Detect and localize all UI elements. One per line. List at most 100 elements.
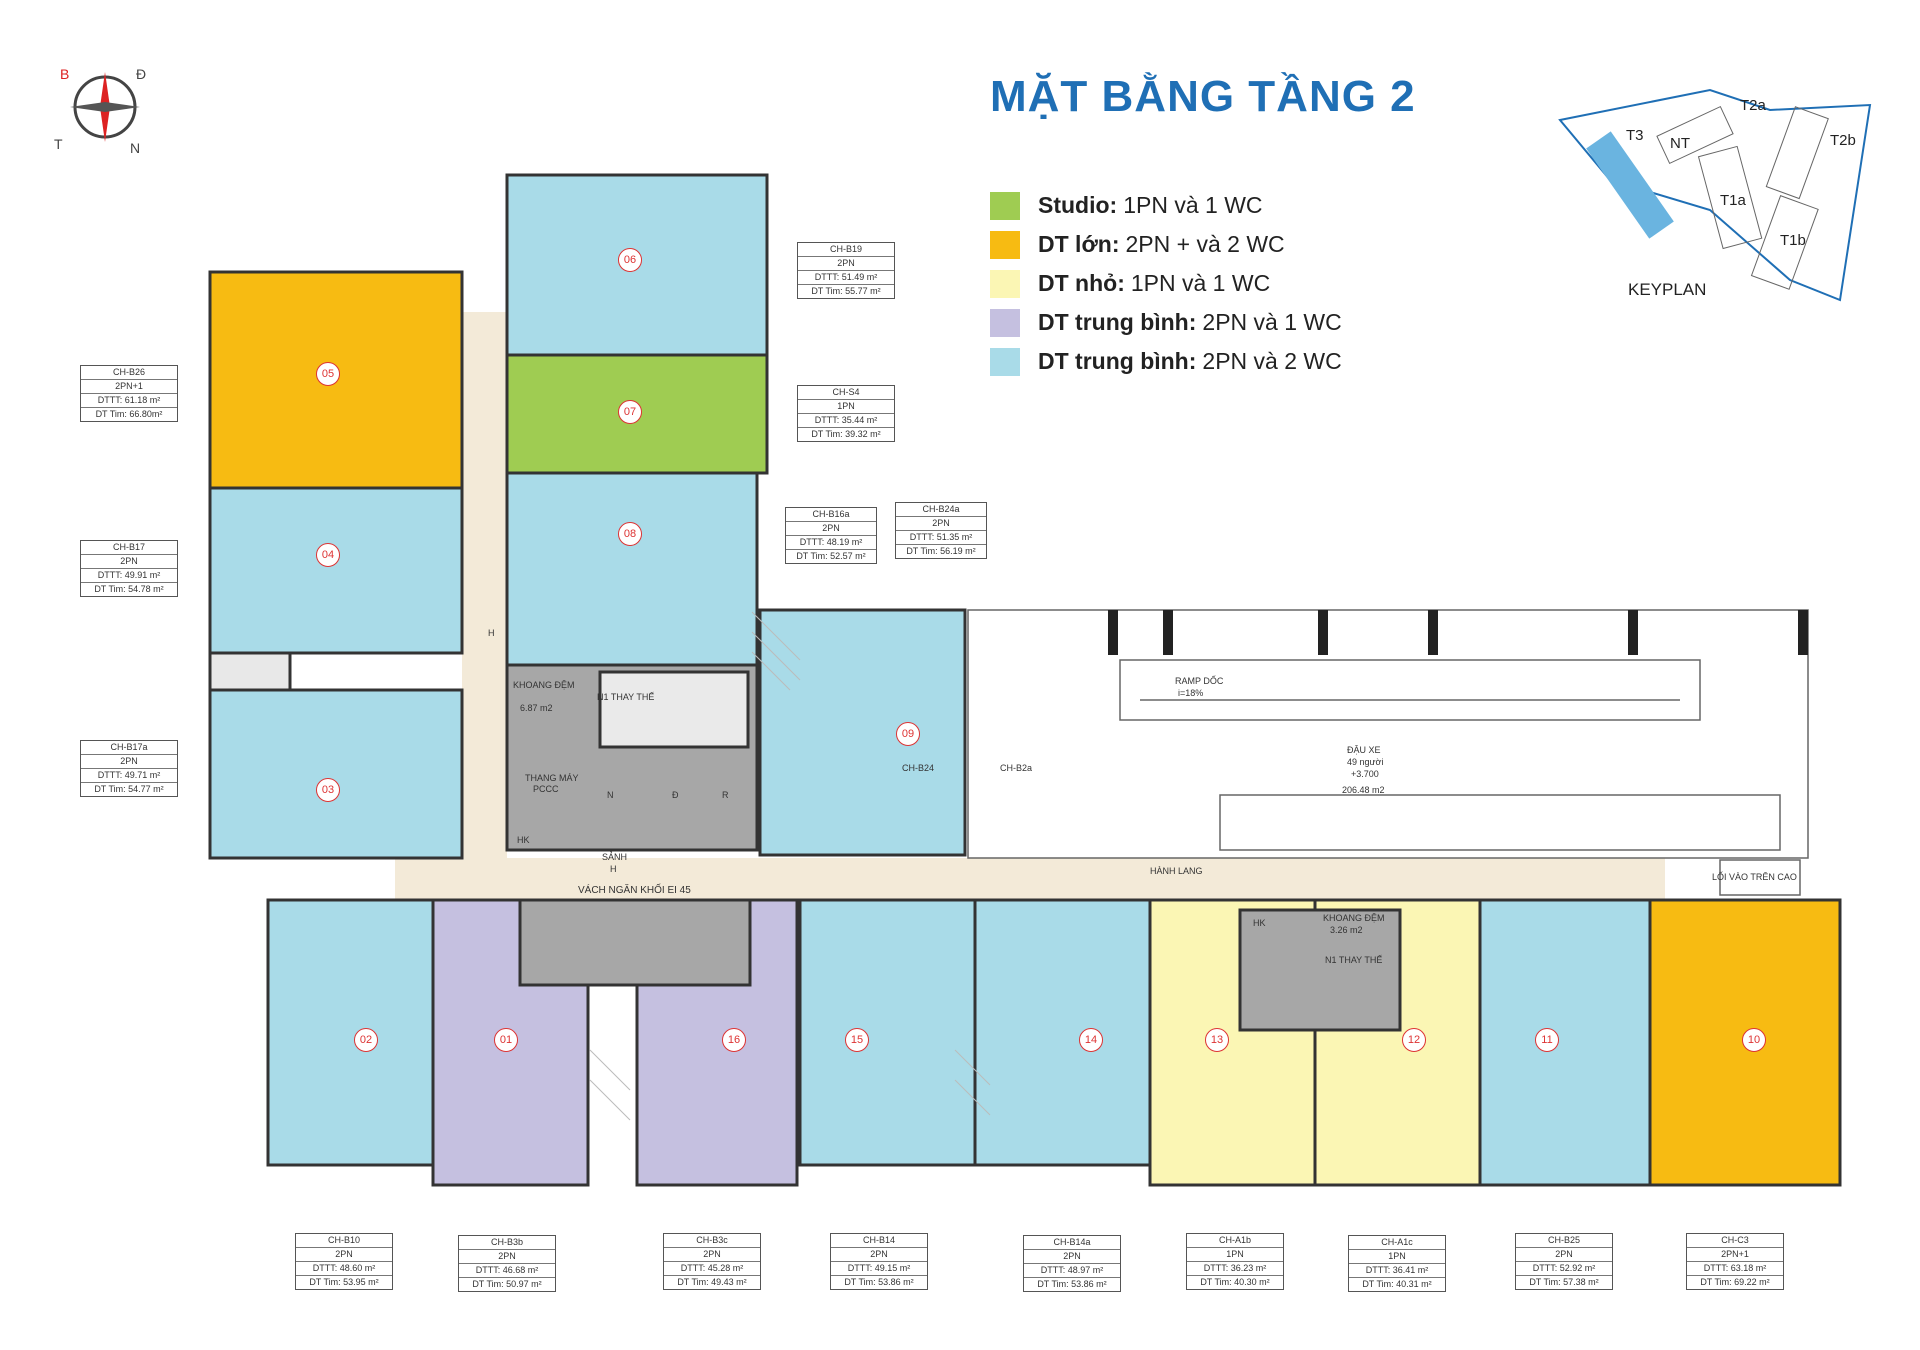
legend-item: Studio:1PN và 1 WC xyxy=(990,186,1342,225)
unit-09-block xyxy=(758,608,967,857)
dau-xe-people: 49 người xyxy=(1347,757,1384,767)
sanh-label: SẢNH xyxy=(602,852,628,862)
unit-dttt: DTTT: 63.18 m² xyxy=(1687,1262,1783,1276)
unit-type: 1PN xyxy=(1349,1250,1445,1264)
unit-number: 16 xyxy=(722,1028,746,1052)
compass-east: Đ xyxy=(136,66,147,82)
ramp-label: RAMP DỐC xyxy=(1175,676,1224,686)
unit-number: 08 xyxy=(618,522,642,546)
unit-dttt: DTTT: 35.44 m² xyxy=(798,414,894,428)
compass-south: N xyxy=(130,140,141,156)
unit-dt-tim: DT Tim: 69.22 m² xyxy=(1700,1277,1770,1287)
hanh-lang-label: HÀNH LANG xyxy=(1150,866,1203,876)
unit-dt-tim: DT Tim: 54.78 m² xyxy=(94,584,164,594)
unit-number: 12 xyxy=(1402,1028,1426,1052)
unit-dttt: DTTT: 49.15 m² xyxy=(831,1262,927,1276)
dau-xe-label: ĐẬU XE xyxy=(1347,745,1381,755)
unit-type: 2PN xyxy=(296,1248,392,1262)
khoang-dem2-label: KHOANG ĐỆM xyxy=(1323,913,1385,923)
unit-type: 2PN xyxy=(1024,1250,1120,1264)
unit-14-block xyxy=(973,898,1152,1167)
legend-item: DT trung bình:2PN và 1 WC xyxy=(990,303,1342,342)
legend-desc: 2PN và 1 WC xyxy=(1202,309,1342,335)
unit-code: CH-B3b xyxy=(459,1236,555,1250)
dau-xe-area: 206.48 m2 xyxy=(1342,785,1385,795)
keyplan-diagram: T3 NT T2a T2b T1a T1b xyxy=(1558,88,1872,302)
unit-code: CH-B17a xyxy=(81,741,177,755)
legend-name: Studio: xyxy=(1038,192,1118,218)
compass-north: B xyxy=(60,66,70,82)
corridor-h-label: H xyxy=(488,628,495,638)
unit-dttt: DTTT: 51.49 m² xyxy=(798,271,894,285)
hatch xyxy=(589,611,991,1121)
unit-number: 07 xyxy=(618,400,642,424)
unit-code: CH-B24a xyxy=(896,503,986,517)
legend-desc: 1PN và 1 WC xyxy=(1123,192,1263,218)
unit-code: CH-S4 xyxy=(798,386,894,400)
unit-type: 2PN xyxy=(81,755,177,769)
unit-code: CH-B14a xyxy=(1024,1236,1120,1250)
unit-08-block xyxy=(505,471,759,667)
legend-swatch xyxy=(990,230,1020,259)
unit-type: 2PN xyxy=(664,1248,760,1262)
parking-columns xyxy=(1108,610,1808,655)
legend: Studio:1PN và 1 WC DT lớn:2PN + và 2 WC … xyxy=(990,186,1342,381)
hk-label: HK xyxy=(517,835,530,845)
unit-number: 05 xyxy=(316,362,340,386)
r-label: R xyxy=(722,790,729,800)
unit-number: 01 xyxy=(494,1028,518,1052)
unit-code: CH-C3 xyxy=(1687,1234,1783,1248)
unit-dttt: DTTT: 36.41 m² xyxy=(1349,1264,1445,1278)
unit-number: 06 xyxy=(618,248,642,272)
unit-dt-tim: DT Tim: 57.38 m² xyxy=(1529,1277,1599,1287)
unit-type: 2PN xyxy=(81,555,177,569)
unit-type: 2PN xyxy=(896,517,986,531)
legend-desc: 1PN và 1 WC xyxy=(1130,270,1271,296)
hk2-label: HK xyxy=(1253,918,1266,928)
unit-dttt: DTTT: 45.28 m² xyxy=(664,1262,760,1276)
unit-dt-tim: DT Tim: 55.77 m² xyxy=(811,286,881,296)
compass-west: T xyxy=(54,136,63,152)
unit-code: CH-B14 xyxy=(831,1234,927,1248)
legend-desc: 2PN + và 2 WC xyxy=(1125,231,1285,257)
h-label: H xyxy=(610,864,617,874)
unit-number: 10 xyxy=(1742,1028,1766,1052)
unit-number: 03 xyxy=(316,778,340,802)
unit-dt-tim: DT Tim: 40.31 m² xyxy=(1362,1279,1432,1289)
unit-dt-tim: DT Tim: 40.30 m² xyxy=(1200,1277,1270,1287)
unit-code: CH-B19 xyxy=(798,243,894,257)
unit-dttt: DTTT: 52.92 m² xyxy=(1516,1262,1612,1276)
corridors xyxy=(395,312,1665,900)
unit-code: CH-B17 xyxy=(81,541,177,555)
legend-item: DT trung bình:2PN và 2 WC xyxy=(990,342,1342,381)
unit-type: 2PN xyxy=(1516,1248,1612,1262)
pccc-label: PCCC xyxy=(533,784,559,794)
legend-name: DT trung bình: xyxy=(1038,348,1197,374)
unit-type: 1PN xyxy=(1187,1248,1283,1262)
unit-number: 13 xyxy=(1205,1028,1229,1052)
unit-number: 15 xyxy=(845,1028,869,1052)
khoang-dem-label: KHOANG ĐỆM xyxy=(513,680,575,690)
unit-dt-tim: DT Tim: 49.43 m² xyxy=(677,1277,747,1287)
unit-type: 1PN xyxy=(798,400,894,414)
unit-dt-tim: DT Tim: 53.86 m² xyxy=(844,1277,914,1287)
ch-b24-label: CH-B24 xyxy=(902,763,935,773)
unit-11-block xyxy=(1478,898,1652,1187)
unit-dt-tim: DT Tim: 39.32 m² xyxy=(811,429,881,439)
unit-code: CH-B26 xyxy=(81,366,177,380)
unit-type: 2PN xyxy=(831,1248,927,1262)
thang-may-label: THANG MÁY xyxy=(525,773,579,783)
unit-code: CH-B16a xyxy=(786,508,876,522)
legend-swatch xyxy=(990,308,1020,337)
unit-dttt: DTTT: 61.18 m² xyxy=(81,394,177,408)
compass-icon: B Đ N T xyxy=(50,52,160,162)
unit-number: 09 xyxy=(896,722,920,746)
